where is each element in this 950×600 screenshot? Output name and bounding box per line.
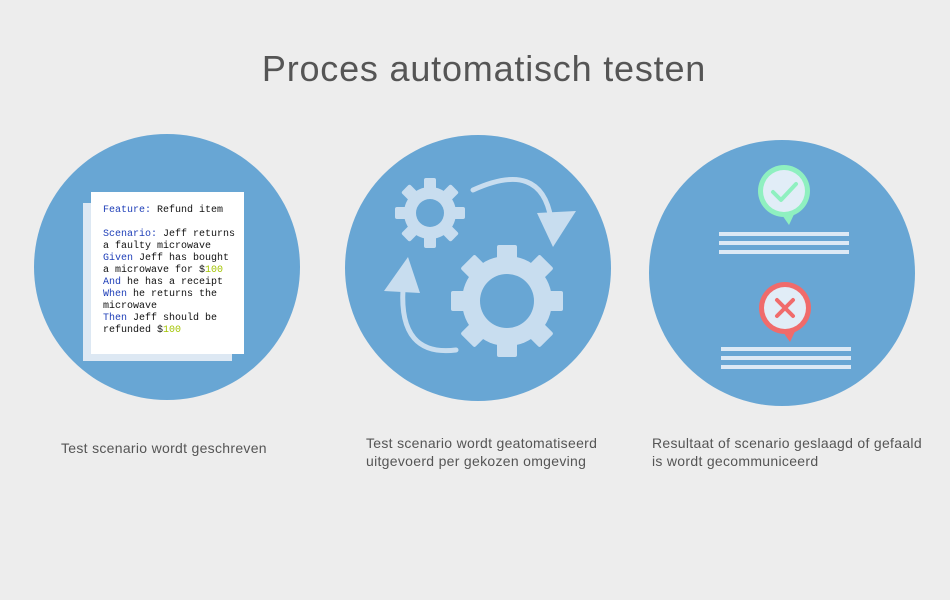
cycle-arrow-top	[470, 176, 554, 222]
gear-tooth	[401, 224, 419, 242]
step-automate-circle	[345, 135, 611, 401]
code-line-given: Given Jeff has bought	[103, 253, 244, 265]
large-gear-icon	[451, 245, 563, 357]
gear-tooth	[441, 184, 459, 202]
gherkin-value: 100	[205, 265, 224, 276]
gherkin-keyword: When	[103, 289, 128, 300]
gear-tooth	[461, 321, 487, 347]
scenario-document: Feature: Refund item Scenario: Jeff retu…	[91, 192, 244, 354]
gherkin-keyword: Then	[103, 313, 128, 324]
small-gear-icon	[395, 178, 465, 248]
gherkin-value: 100	[163, 325, 182, 336]
gear-tooth	[527, 321, 553, 347]
page-title: Proces automatisch testen	[261, 48, 707, 89]
gear-tooth	[451, 291, 469, 311]
cycle-arrow-bottom	[400, 286, 459, 354]
code-line-scenario: Scenario: Jeff returns	[103, 229, 244, 241]
code-line-and: And he has a receipt	[103, 277, 244, 289]
gherkin-keyword: And	[103, 277, 122, 288]
gear-tooth	[424, 234, 436, 248]
gear-tooth	[401, 184, 419, 202]
gear-tooth	[395, 207, 409, 219]
step-result-circle	[649, 140, 915, 406]
gherkin-text: Jeff returns	[163, 229, 236, 240]
gherkin-text: he has a receipt	[127, 277, 224, 288]
step-write-circle: Feature: Refund item Scenario: Jeff retu…	[34, 134, 300, 400]
gear-tooth	[497, 245, 517, 263]
check-icon	[771, 182, 798, 202]
gear-tooth	[424, 178, 436, 192]
caption-line: Resultaat of scenario geslaagd of gefaal…	[652, 435, 922, 451]
arrowhead-top	[537, 211, 576, 247]
gherkin-keyword: Scenario:	[103, 229, 158, 240]
caption-line: uitgevoerd per gekozen omgeving	[366, 453, 587, 469]
code-line-then: Then Jeff should be	[103, 313, 244, 325]
passed-result	[719, 165, 849, 254]
gherkin-text: he returns the	[133, 289, 218, 300]
step-write-caption: Test scenario wordt geschreven	[61, 439, 267, 457]
step-result-caption: Resultaat of scenario geslaagd of gefaal…	[652, 434, 922, 470]
gear-tooth	[527, 255, 553, 281]
failed-result	[721, 282, 851, 369]
gear-tooth	[461, 255, 487, 281]
gherkin-text: Jeff has bought	[139, 253, 230, 264]
gherkin-text: microwave	[103, 301, 158, 312]
text-placeholder-bar	[719, 232, 849, 236]
caption-line: is wordt gecommuniceerd	[652, 453, 819, 469]
text-placeholder-bar	[721, 365, 851, 369]
gears-icon	[384, 176, 576, 357]
bubble-inner	[763, 170, 805, 212]
cross-icon	[775, 298, 795, 318]
text-placeholder-bar	[721, 347, 851, 351]
gherkin-keyword: Given	[103, 253, 134, 264]
text-placeholder-bar	[721, 356, 851, 360]
gherkin-text: a faulty microwave	[103, 241, 212, 252]
gherkin-text: Jeff should be	[133, 313, 218, 324]
check-bubble-icon	[758, 165, 810, 225]
caption-line: Test scenario wordt geschreven	[61, 440, 267, 456]
code-line-feature: Feature: Refund item	[103, 205, 244, 217]
code-line: a faulty microwave	[103, 241, 244, 253]
cross-bubble-icon	[759, 282, 811, 342]
gear-tooth	[441, 224, 459, 242]
gear-hole	[480, 274, 534, 328]
code-line: refunded $100	[103, 325, 244, 337]
gherkin-text: Refund item	[157, 205, 224, 216]
caption-line: Test scenario wordt geatomatiseerd	[366, 435, 598, 451]
text-placeholder-bar	[719, 241, 849, 245]
gear-tooth	[497, 339, 517, 357]
gherkin-keyword: Feature:	[103, 205, 152, 216]
gherkin-text: refunded $	[103, 325, 164, 336]
text-placeholder-bar	[719, 250, 849, 254]
gear-hole	[416, 199, 444, 227]
result-icon	[719, 165, 851, 369]
gherkin-text: a microwave for $	[103, 265, 206, 276]
gear-tooth	[545, 291, 563, 311]
arrowhead-bottom	[384, 257, 420, 293]
code-line: a microwave for $100	[103, 265, 244, 277]
step-automate-caption: Test scenario wordt geatomatiseerd uitge…	[366, 434, 597, 470]
gear-tooth	[451, 207, 465, 219]
code-line-when: When he returns the	[103, 289, 244, 301]
code-line: microwave	[103, 301, 244, 313]
